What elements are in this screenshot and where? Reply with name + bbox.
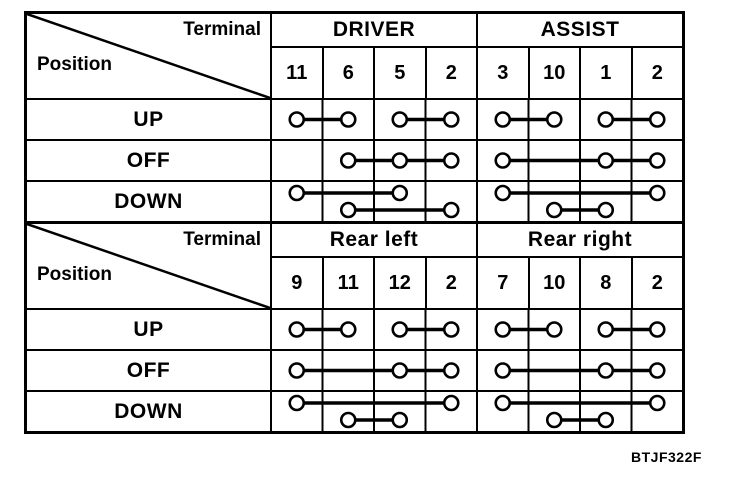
continuity-cell	[272, 310, 476, 349]
position-label-down: DOWN	[27, 392, 270, 431]
terminal-number: 2	[426, 258, 476, 308]
position-label-off: OFF	[27, 351, 270, 390]
terminal-number: 10	[529, 258, 579, 308]
diagonal-divider-line	[27, 14, 270, 98]
group-header-rear-left: Rear left	[272, 224, 476, 256]
position-label-up: UP	[27, 100, 270, 139]
terminal-number: 6	[323, 48, 373, 98]
position-label-off: OFF	[27, 141, 270, 180]
group-header-driver: DRIVER	[272, 14, 476, 46]
terminal-number: 10	[529, 48, 579, 98]
continuity-cell	[478, 141, 682, 180]
continuity-cell	[478, 182, 682, 221]
terminal-number: 8	[581, 258, 631, 308]
terminal-number: 12	[375, 258, 425, 308]
terminal-number: 1	[581, 48, 631, 98]
terminal-number: 9	[272, 258, 322, 308]
group-header-assist: ASSIST	[478, 14, 682, 46]
continuity-cell	[478, 310, 682, 349]
continuity-cell	[478, 392, 682, 431]
terminal-number: 11	[323, 258, 373, 308]
figure-code: BTJF322F	[631, 449, 702, 465]
corner-terminal-label: Terminal	[183, 229, 261, 250]
terminal-number: 7	[478, 258, 528, 308]
position-label-up: UP	[27, 310, 270, 349]
continuity-figure: Terminal Position DRIVER ASSIST 11 6 5 2…	[24, 11, 685, 434]
corner-position-label: Position	[37, 54, 112, 75]
terminal-number: 2	[426, 48, 476, 98]
corner-cell: Terminal Position	[27, 224, 270, 308]
terminal-number: 2	[632, 258, 682, 308]
continuity-cell	[272, 182, 476, 221]
continuity-table-rear: Terminal Position Rear left Rear right 9…	[24, 221, 685, 434]
continuity-cell	[272, 392, 476, 431]
terminal-number: 5	[375, 48, 425, 98]
continuity-table-front: Terminal Position DRIVER ASSIST 11 6 5 2…	[24, 11, 685, 224]
continuity-cell	[272, 141, 476, 180]
corner-terminal-label: Terminal	[183, 19, 261, 40]
continuity-cell	[478, 100, 682, 139]
group-header-rear-right: Rear right	[478, 224, 682, 256]
diagonal-divider-line	[27, 224, 270, 308]
terminal-number: 11	[272, 48, 322, 98]
terminal-number: 2	[632, 48, 682, 98]
continuity-cell	[272, 351, 476, 390]
continuity-cell	[272, 100, 476, 139]
corner-cell: Terminal Position	[27, 14, 270, 98]
corner-position-label: Position	[37, 264, 112, 285]
continuity-cell	[478, 351, 682, 390]
terminal-number: 3	[478, 48, 528, 98]
position-label-down: DOWN	[27, 182, 270, 221]
